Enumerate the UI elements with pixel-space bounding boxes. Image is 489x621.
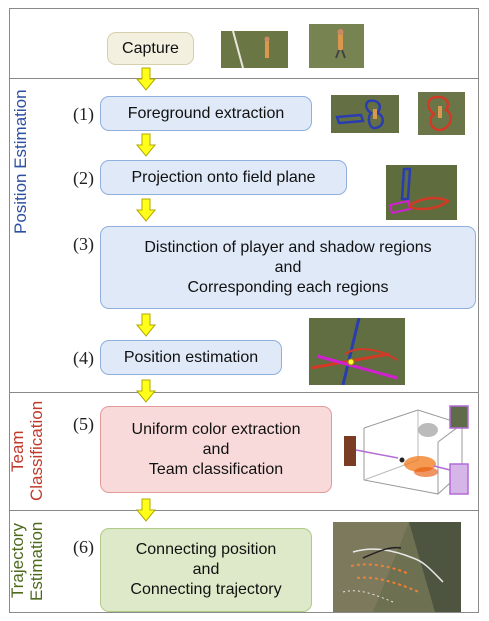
step-number-5: (5)	[73, 414, 94, 434]
uniform-color-box: Uniform color extraction and Team classi…	[100, 406, 332, 493]
projection-image	[386, 165, 457, 220]
trajectory-image	[333, 522, 461, 612]
distinction-box: Distinction of player and shadow regions…	[100, 226, 476, 309]
team-scatter-image	[342, 402, 474, 500]
section-label-trajectory-estimation: Trajectory Estimation	[8, 521, 46, 601]
step-number-6: (6)	[73, 537, 94, 557]
foreground-mask-image-1	[331, 95, 399, 133]
capture-box: Capture	[107, 32, 194, 65]
section-divider-team	[9, 510, 479, 511]
flow-arrow-icon	[136, 133, 156, 157]
foreground-mask-image-2	[418, 92, 465, 135]
step-number-3: (3)	[73, 234, 94, 254]
connecting-box: Connecting position and Connecting traje…	[100, 528, 312, 612]
position-estimation-image	[309, 318, 405, 385]
section-divider-capture	[9, 78, 479, 79]
section-divider-position	[9, 392, 479, 393]
flow-arrow-icon	[136, 67, 156, 91]
section-label-position-estimation: Position Estimation	[11, 89, 30, 235]
flow-arrow-icon	[136, 379, 156, 403]
position-estimation-box: Position estimation	[100, 340, 282, 375]
flow-arrow-icon	[136, 198, 156, 222]
foreground-extraction-box: Foreground extraction	[100, 96, 312, 131]
flow-arrow-icon	[136, 313, 156, 337]
capture-frame-image-2	[309, 24, 364, 68]
capture-frame-image-1	[221, 31, 288, 68]
step-number-4: (4)	[73, 348, 94, 368]
diagram-frame	[9, 8, 479, 613]
step-number-1: (1)	[73, 104, 94, 124]
flow-arrow-icon	[136, 498, 156, 522]
projection-box: Projection onto field plane	[100, 160, 347, 195]
section-label-team-classification: Team Classification	[8, 400, 46, 502]
step-number-2: (2)	[73, 168, 94, 188]
